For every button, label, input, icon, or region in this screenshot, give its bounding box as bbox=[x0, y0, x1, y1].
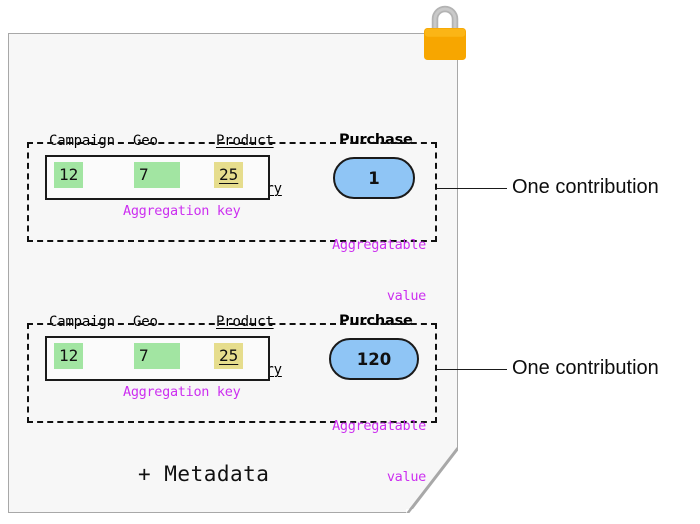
encrypted-report-sheet bbox=[8, 33, 458, 513]
padlock-icon bbox=[424, 5, 466, 60]
key-cell-product-category-1: 25 bbox=[214, 162, 244, 188]
key-cell-campaign-id-2: 12 bbox=[54, 343, 84, 369]
contribution-group-2 bbox=[27, 323, 437, 423]
key-cell-product-category-2: 25 bbox=[214, 343, 244, 369]
header-line1: Geo bbox=[133, 133, 158, 149]
annotation-aggregation-key-1: Aggregation key bbox=[123, 203, 241, 219]
header-line1: Purchase bbox=[339, 132, 413, 148]
header-line1: Product bbox=[216, 133, 274, 149]
callout-label-2: One contribution bbox=[512, 357, 659, 379]
key-cell-geo-id-2: 7 bbox=[134, 343, 180, 369]
annotation-aggregation-key-2: Aggregation key bbox=[123, 384, 241, 400]
callout-label-1: One contribution bbox=[512, 176, 659, 198]
header-line1: Campaign bbox=[49, 133, 115, 149]
metadata-label: + Metadata bbox=[138, 462, 270, 486]
header-line1: Product bbox=[216, 314, 274, 330]
annotation-line1: Aggregatable bbox=[332, 237, 426, 253]
aggregatable-value-oval-1: 1 bbox=[333, 157, 415, 199]
aggregation-key-box-1: 12 7 25 bbox=[45, 155, 270, 200]
aggregatable-value-oval-2: 120 bbox=[329, 338, 419, 380]
annotation-line2: value bbox=[386, 469, 426, 485]
annotation-line1: Aggregatable bbox=[332, 418, 426, 434]
annotation-line2: value bbox=[386, 288, 426, 304]
header-line1: Campaign bbox=[49, 314, 115, 330]
header-line1: Geo bbox=[133, 314, 158, 330]
callout-line-1 bbox=[437, 188, 507, 189]
annotation-aggregatable-value-2: Aggregatable value bbox=[294, 384, 426, 520]
annotation-aggregatable-value-1: Aggregatable value bbox=[294, 203, 426, 339]
contribution-group-1 bbox=[27, 142, 437, 242]
aggregation-key-box-2: 12 7 25 bbox=[45, 336, 270, 381]
key-cell-geo-id-1: 7 bbox=[134, 162, 180, 188]
header-line1: Purchase bbox=[339, 313, 413, 329]
callout-line-2 bbox=[437, 369, 507, 370]
key-cell-campaign-id-1: 12 bbox=[54, 162, 84, 188]
